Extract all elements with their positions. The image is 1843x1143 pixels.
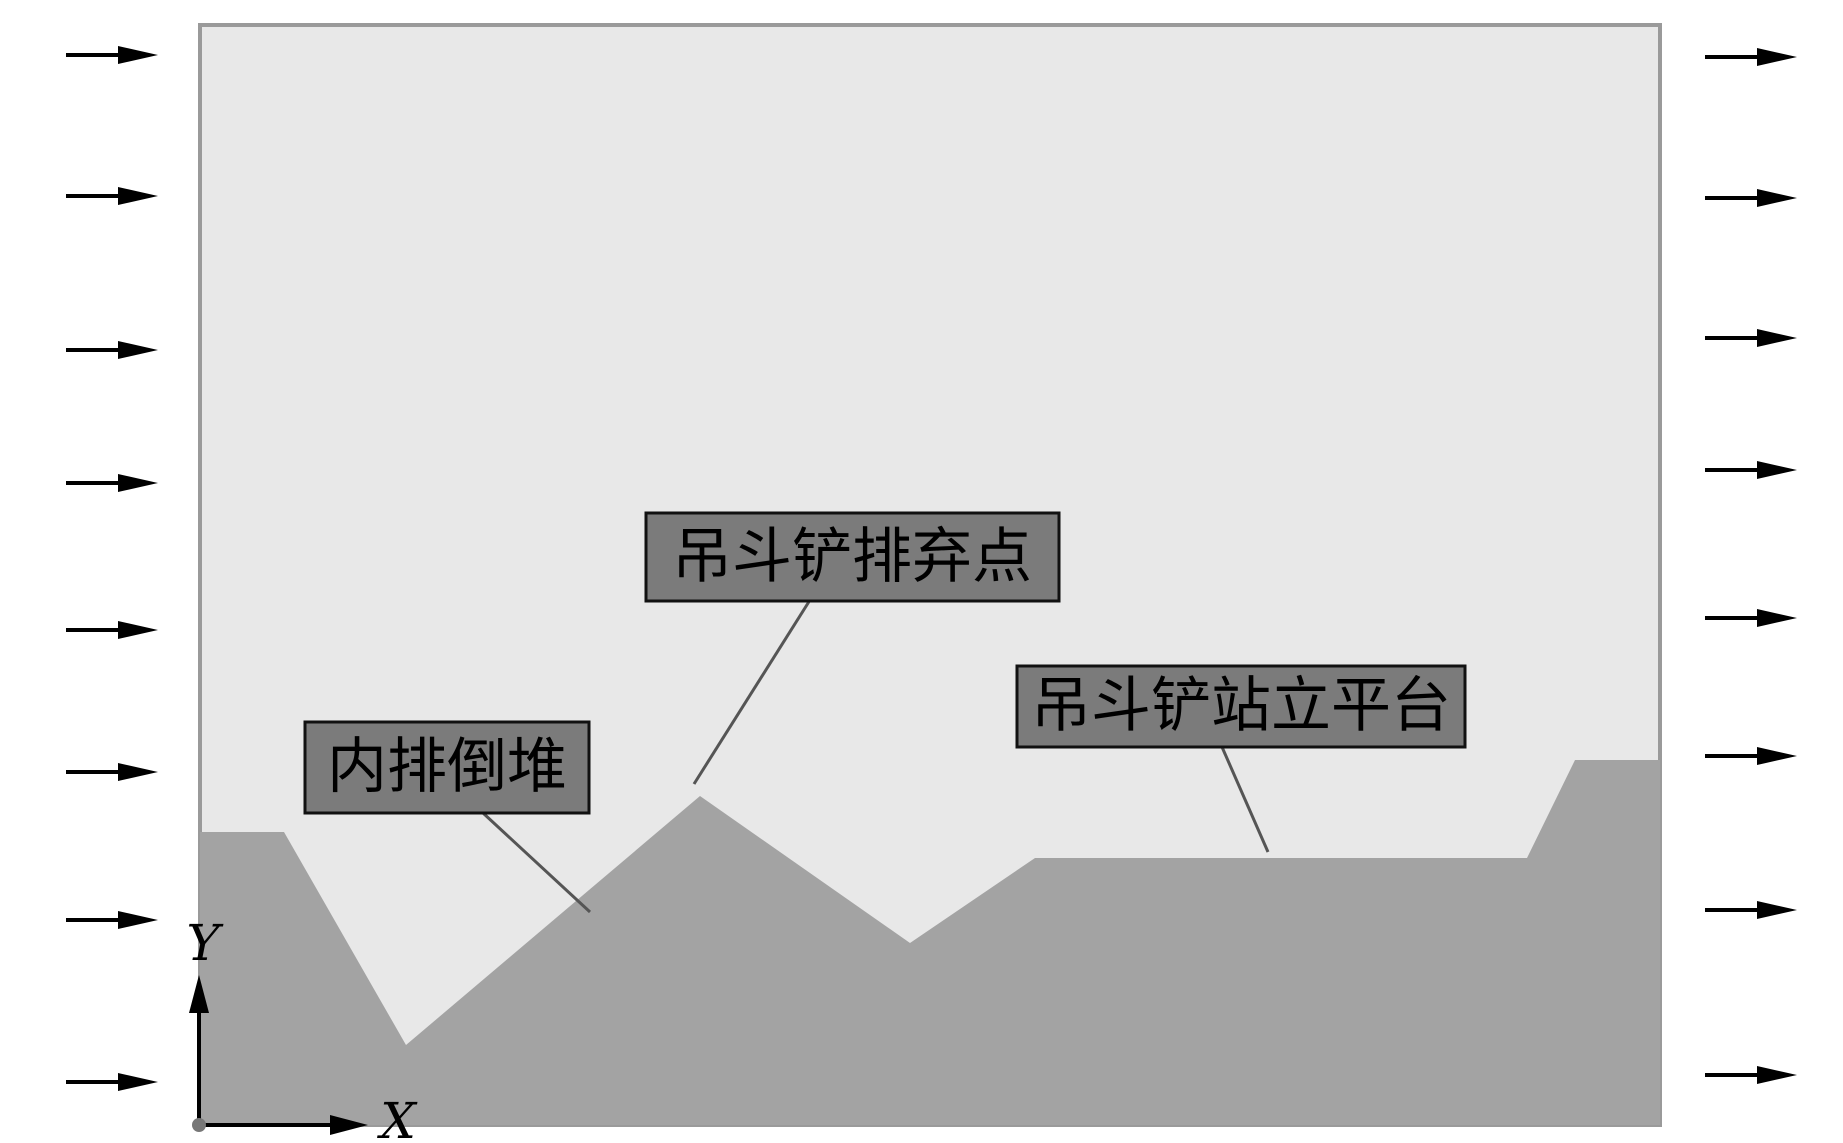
right-arrow-icon: [118, 763, 158, 781]
right-arrow-icon: [118, 341, 158, 359]
outlet-arrow: [1705, 609, 1797, 627]
label-shovel-discharge: 吊斗铲排弃点: [644, 511, 1061, 603]
inlet-arrow: [66, 187, 158, 205]
label-shovel-platform: 吊斗铲站立平台: [1015, 664, 1467, 749]
y-axis-arrow-icon: [189, 975, 209, 1013]
label-inner-dump: 内排倒堆: [303, 720, 591, 815]
leader-line-inner-dump: [481, 811, 592, 914]
outlet-arrow: [1705, 747, 1797, 765]
right-arrow-icon: [1757, 901, 1797, 919]
label-shovel-platform-box: [1015, 664, 1467, 749]
outlet-arrow: [1705, 329, 1797, 347]
coordinate-axes: Y X: [186, 914, 418, 1143]
inlet-arrow: [66, 911, 158, 929]
outlet-arrows: [1705, 48, 1797, 1084]
right-arrow-icon: [1757, 189, 1797, 207]
right-arrow-icon: [1757, 48, 1797, 66]
terrain-profile: [200, 760, 1660, 1125]
outlet-arrow: [1705, 189, 1797, 207]
label-inner-dump-box: [303, 720, 591, 815]
right-arrow-icon: [118, 911, 158, 929]
right-arrow-icon: [1757, 329, 1797, 347]
leader-line-shovel-discharge: [692, 599, 812, 785]
right-arrow-icon: [118, 187, 158, 205]
y-axis-label: Y: [186, 914, 223, 972]
x-axis-label: X: [376, 1092, 418, 1143]
label-shovel-discharge-text: 吊斗铲排弃点: [672, 522, 1032, 592]
inlet-arrows: [66, 46, 158, 1091]
inlet-arrow: [66, 46, 158, 64]
outlet-arrow: [1705, 1066, 1797, 1084]
inlet-arrow: [66, 474, 158, 492]
inlet-arrow: [66, 341, 158, 359]
leader-line-shovel-platform: [1220, 746, 1270, 853]
right-arrow-icon: [1757, 461, 1797, 479]
right-arrow-icon: [1757, 1066, 1797, 1084]
right-arrow-icon: [118, 1073, 158, 1091]
outlet-arrow: [1705, 901, 1797, 919]
right-arrow-icon: [118, 46, 158, 64]
label-shovel-discharge-box: [644, 511, 1061, 603]
right-arrow-icon: [118, 474, 158, 492]
right-arrow-icon: [1757, 747, 1797, 765]
x-axis-arrow-icon: [330, 1115, 368, 1135]
right-arrow-icon: [118, 621, 158, 639]
inlet-arrow: [66, 621, 158, 639]
label-inner-dump-text: 内排倒堆: [327, 732, 567, 802]
inlet-arrow: [66, 1073, 158, 1091]
label-shovel-platform-text: 吊斗铲站立平台: [1031, 671, 1451, 741]
inlet-arrow: [66, 763, 158, 781]
right-arrow-icon: [1757, 609, 1797, 627]
outlet-arrow: [1705, 461, 1797, 479]
origin-marker: [192, 1118, 206, 1132]
outlet-arrow: [1705, 48, 1797, 66]
